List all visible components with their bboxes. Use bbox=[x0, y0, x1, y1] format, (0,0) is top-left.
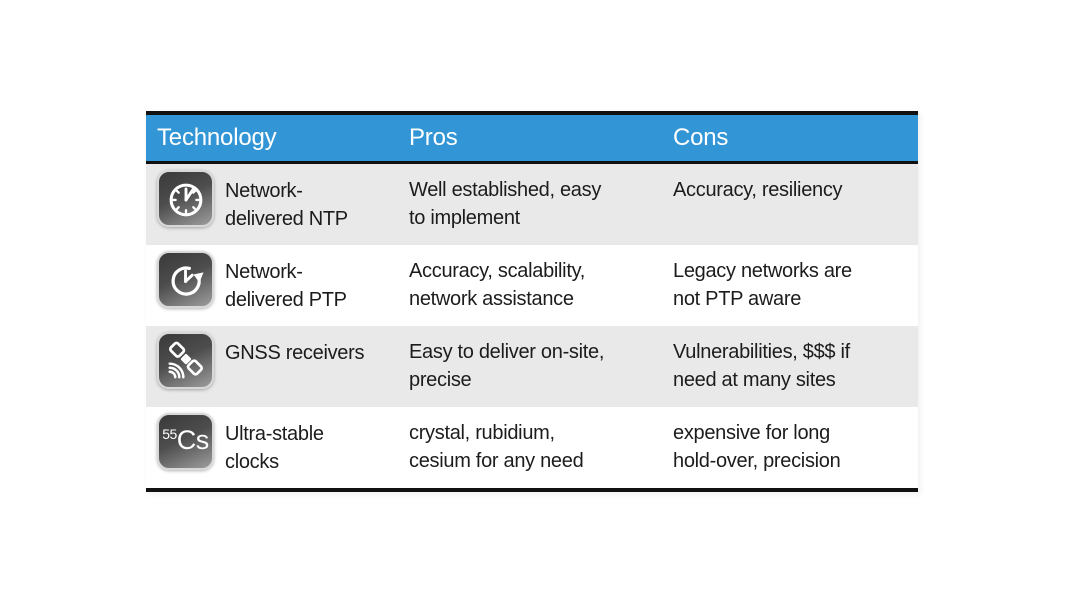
cesium-mass-number: 55 bbox=[162, 426, 177, 442]
pros-cell: Easy to deliver on-site, precise bbox=[409, 341, 605, 391]
technology-label: Network- delivered NTP bbox=[225, 180, 348, 230]
cesium-symbol: Cs bbox=[176, 425, 210, 455]
column-header-pros: Pros bbox=[409, 124, 458, 151]
technology-comparison-table: Technology Pros Cons bbox=[146, 111, 918, 492]
technology-label: Ultra-stable clocks bbox=[225, 423, 324, 473]
pros-cell: Well established, easy to implement bbox=[409, 179, 602, 229]
table-header-row: Technology Pros Cons bbox=[146, 115, 918, 164]
technology-label: GNSS receivers bbox=[225, 342, 365, 364]
table-row-gnss: GNSS receivers Easy to deliver on-site, … bbox=[146, 326, 918, 407]
column-header-technology: Technology bbox=[157, 124, 277, 151]
technology-cell: Network- delivered NTP bbox=[146, 164, 398, 245]
pros-cell: crystal, rubidium, cesium for any need bbox=[409, 422, 584, 472]
technology-cell: GNSS receivers bbox=[146, 326, 398, 407]
cons-cell: Vulnerabilities, $$$ if need at many sit… bbox=[673, 341, 850, 391]
pros-cell: Accuracy, scalability, network assistanc… bbox=[409, 260, 586, 310]
gnss-satellite-icon bbox=[157, 332, 214, 389]
table-row-ntp: Network- delivered NTP Well established,… bbox=[146, 164, 918, 245]
cons-cell: Accuracy, resiliency bbox=[673, 179, 843, 201]
ntp-clock-icon bbox=[157, 170, 214, 227]
ptp-history-clock-icon bbox=[157, 251, 214, 308]
table-row-ptp: Network- delivered PTP Accuracy, scalabi… bbox=[146, 245, 918, 326]
technology-label: Network- delivered PTP bbox=[225, 261, 347, 311]
technology-cell: 55Cs Ultra-stable clocks bbox=[146, 407, 398, 488]
column-header-cons: Cons bbox=[673, 124, 729, 151]
cesium-element-icon: 55Cs bbox=[157, 413, 214, 470]
cesium-element-text: 55Cs bbox=[162, 427, 209, 454]
technology-cell: Network- delivered PTP bbox=[146, 245, 398, 326]
cons-cell: Legacy networks are not PTP aware bbox=[673, 260, 852, 310]
table-row-ultra-stable-clocks: 55Cs Ultra-stable clocks crystal, rubidi… bbox=[146, 407, 918, 488]
cons-cell: expensive for long hold-over, precision bbox=[673, 422, 841, 472]
